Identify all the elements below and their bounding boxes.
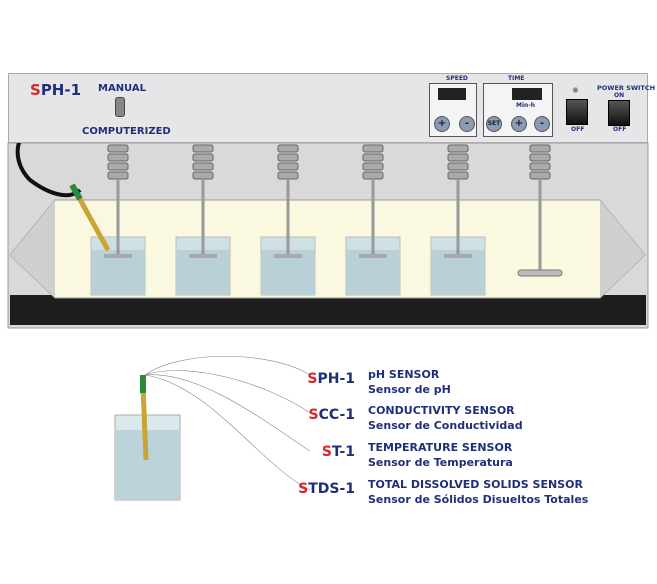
sensor-code: ST-1	[321, 444, 355, 460]
sensor-name-spanish: Sensor de pH	[368, 383, 451, 396]
sensor-code: SCC-1	[308, 407, 355, 423]
speed-minus-button[interactable]: -	[459, 116, 475, 132]
power-off-label: OFF	[613, 126, 627, 133]
stirrer-station	[90, 144, 146, 296]
speed-plus-button[interactable]: +	[434, 116, 450, 132]
sensor-code: SPH-1	[307, 371, 355, 387]
time-minus-button[interactable]: -	[534, 116, 550, 132]
manual-label: MANUAL	[98, 83, 146, 94]
stirrer-station	[517, 144, 563, 277]
jar-test-apparatus	[7, 110, 649, 329]
model-label: SPH-1	[30, 81, 82, 99]
stirrer-station	[175, 144, 231, 296]
stirrer-station	[430, 144, 486, 296]
sensor-beaker-illustration	[114, 355, 311, 501]
power-switch[interactable]	[608, 100, 630, 126]
speed-label: SPEED	[446, 75, 468, 82]
time-set-button[interactable]: SET	[486, 116, 502, 132]
light-switch[interactable]	[566, 99, 588, 125]
light-bulb-icon: ✺	[572, 86, 579, 95]
mode-toggle-switch[interactable]	[115, 97, 125, 117]
power-switch-label: POWER SWITCH	[597, 84, 656, 92]
sensor-name: CONDUCTIVITY SENSOR	[368, 404, 515, 417]
power-on-label: ON	[614, 92, 625, 99]
sensor-name: pH SENSOR	[368, 368, 440, 381]
stirrer-station	[260, 144, 316, 296]
time-label: TIME	[508, 75, 525, 82]
sensor-name: TEMPERATURE SENSOR	[368, 441, 513, 454]
sensor-name-spanish: Sensor de Sólidos Disueltos Totales	[368, 493, 589, 506]
time-unit-label: Min-h	[516, 102, 536, 109]
stirrer-station	[345, 144, 401, 296]
computerized-label: COMPUTERIZED	[82, 126, 171, 137]
speed-display	[438, 88, 466, 100]
time-plus-button[interactable]: +	[511, 116, 527, 132]
sensor-code: STDS-1	[298, 481, 355, 497]
sensor-name: TOTAL DISSOLVED SOLIDS SENSOR	[368, 478, 583, 491]
sensor-name-spanish: Sensor de Temperatura	[368, 456, 513, 469]
sensor-name-spanish: Sensor de Conductividad	[368, 419, 523, 432]
time-display	[512, 88, 542, 100]
light-off-label: OFF	[571, 126, 585, 133]
